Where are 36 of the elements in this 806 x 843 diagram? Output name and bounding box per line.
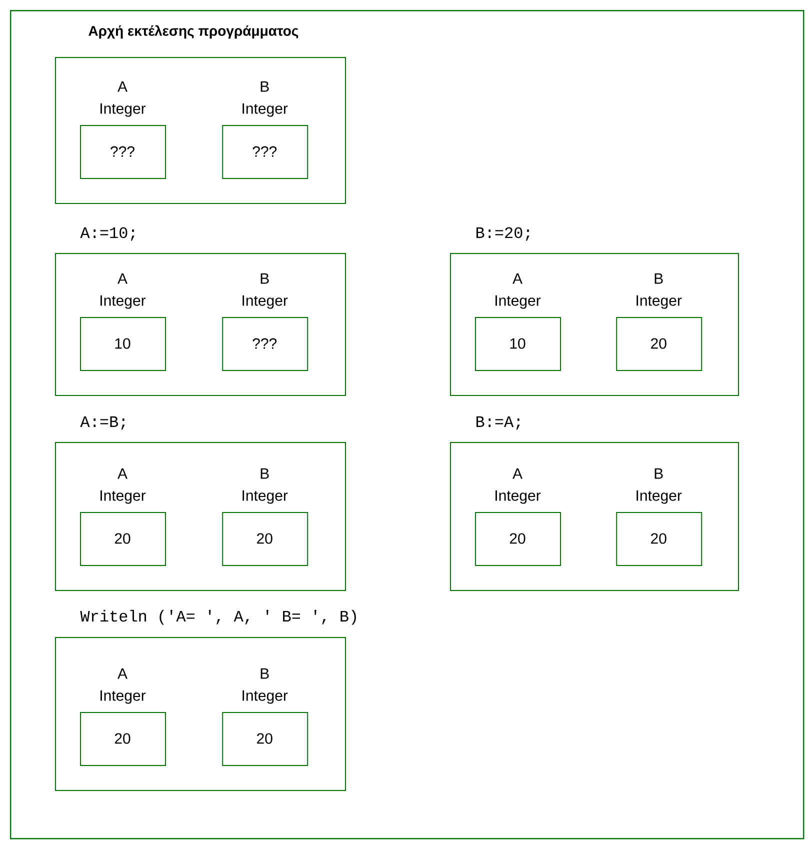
variable-heading: B Integer	[242, 668, 288, 704]
variable-heading: B Integer	[636, 468, 682, 504]
code-line: B:=20;	[476, 227, 530, 241]
variable-heading: B Integer	[242, 81, 288, 117]
code-line: Writeln ('A= ', A, ' B= ', B)	[80, 610, 356, 625]
code-line: B:=A;	[476, 416, 520, 430]
variable-heading: B Integer	[242, 273, 288, 309]
value-box: 20	[222, 512, 308, 566]
panel-box	[450, 253, 739, 396]
variable-heading: A Integer	[100, 668, 146, 704]
value-box: ???	[222, 125, 308, 179]
variable-heading: A Integer	[496, 273, 541, 309]
code-line: A:=10;	[80, 227, 134, 241]
value-box: ???	[80, 125, 166, 179]
variable-heading: A Integer	[100, 468, 146, 504]
value-box: ???	[222, 317, 308, 371]
variable-heading: A Integer	[100, 273, 146, 309]
panel-box	[55, 442, 346, 591]
variable-heading: A Integer	[100, 81, 146, 117]
value-box: 20	[616, 317, 702, 371]
value-box: 10	[80, 317, 166, 371]
value-box: 20	[80, 512, 166, 566]
panel-box	[55, 253, 346, 396]
title: Αρχή εκτέλεσης προγράμματος	[88, 25, 298, 39]
value-box: 20	[616, 512, 702, 566]
value-box: 10	[475, 317, 561, 371]
panel-box	[55, 637, 346, 791]
panel-box	[55, 57, 346, 204]
variable-heading: A Integer	[496, 468, 541, 504]
value-box: 20	[475, 512, 561, 566]
panel-box	[450, 442, 739, 591]
variable-heading: B Integer	[242, 468, 288, 504]
value-box: 20	[222, 712, 308, 766]
variable-heading: B Integer	[636, 273, 682, 309]
code-line: A:=B;	[80, 416, 125, 430]
value-box: 20	[80, 712, 166, 766]
